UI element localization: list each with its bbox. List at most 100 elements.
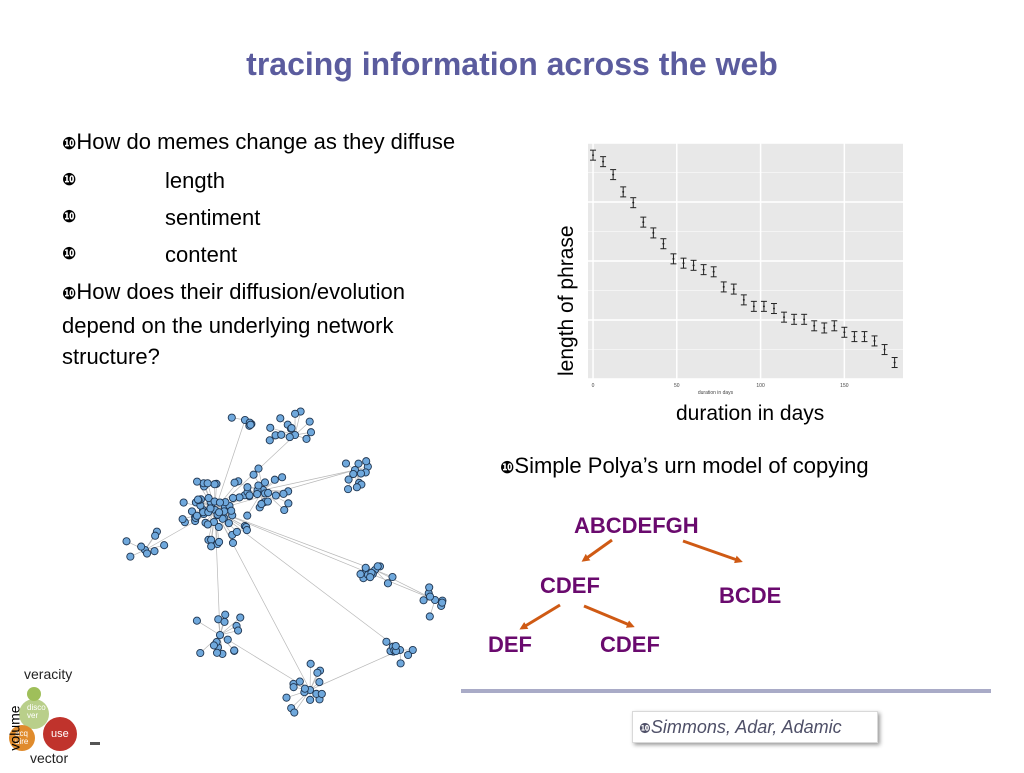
network-node bbox=[224, 636, 231, 643]
network-node bbox=[345, 476, 352, 483]
network-node bbox=[204, 480, 211, 487]
network-node bbox=[316, 678, 323, 685]
network-node bbox=[303, 435, 310, 442]
network-node bbox=[193, 617, 200, 624]
network-node bbox=[250, 471, 257, 478]
network-node bbox=[384, 580, 391, 587]
network-node bbox=[213, 649, 220, 656]
network-node bbox=[272, 492, 279, 499]
network-node bbox=[291, 709, 298, 716]
network-node bbox=[306, 418, 313, 425]
network-node bbox=[307, 429, 314, 436]
network-node bbox=[383, 638, 390, 645]
network-node bbox=[363, 458, 370, 465]
network-node bbox=[318, 690, 325, 697]
network-node bbox=[285, 500, 292, 507]
network-node bbox=[353, 484, 360, 491]
tree-node-leaf-left: DEF bbox=[488, 632, 532, 658]
network-node bbox=[204, 521, 211, 528]
network-node bbox=[255, 465, 262, 472]
logo-veracity: veracity bbox=[24, 666, 72, 682]
network-node bbox=[247, 421, 254, 428]
network-node bbox=[374, 563, 381, 570]
network-node bbox=[255, 482, 262, 489]
network-node bbox=[152, 532, 159, 539]
network-edge bbox=[215, 510, 375, 570]
network-node bbox=[362, 564, 369, 571]
network-node bbox=[286, 433, 293, 440]
network-node bbox=[265, 489, 272, 496]
logo-use: use bbox=[51, 728, 69, 740]
network-node bbox=[307, 660, 314, 667]
network-node bbox=[143, 550, 150, 557]
network-node bbox=[161, 542, 168, 549]
credit-text: Simmons, Adar, Adamic bbox=[651, 717, 842, 737]
arrow-right-leaf bbox=[584, 606, 632, 626]
logo-discover: disco ver bbox=[27, 704, 43, 720]
network-node bbox=[344, 486, 351, 493]
network-node bbox=[271, 476, 278, 483]
network-node bbox=[221, 618, 228, 625]
network-node bbox=[404, 651, 411, 658]
network-node bbox=[426, 584, 433, 591]
tree-node-right: BCDE bbox=[719, 583, 781, 609]
network-node bbox=[138, 543, 145, 550]
network-node bbox=[278, 431, 285, 438]
network-node bbox=[234, 627, 241, 634]
network-node bbox=[215, 538, 222, 545]
network-node bbox=[266, 437, 273, 444]
network-node bbox=[307, 696, 314, 703]
bullet-marker-icon: ❿ bbox=[639, 721, 651, 737]
network-node bbox=[290, 684, 297, 691]
network-node bbox=[342, 460, 349, 467]
network-node bbox=[215, 523, 222, 530]
network-node bbox=[357, 470, 364, 477]
network-node bbox=[216, 499, 223, 506]
network-node bbox=[180, 499, 187, 506]
network-node bbox=[283, 694, 290, 701]
network-node bbox=[291, 410, 298, 417]
network-node bbox=[355, 460, 362, 467]
network-node bbox=[243, 526, 250, 533]
tree-node-left: CDEF bbox=[540, 573, 600, 599]
network-node bbox=[228, 414, 235, 421]
network-node bbox=[301, 685, 308, 692]
network-node bbox=[179, 516, 186, 523]
network-node bbox=[229, 539, 236, 546]
network-node bbox=[211, 481, 218, 488]
network-node bbox=[229, 494, 236, 501]
network-node bbox=[277, 415, 284, 422]
network-node bbox=[231, 647, 238, 654]
network-node bbox=[296, 678, 303, 685]
network-node bbox=[314, 669, 321, 676]
network-diagram bbox=[95, 380, 455, 730]
network-node bbox=[237, 614, 244, 621]
network-node bbox=[193, 478, 200, 485]
network-node bbox=[261, 479, 268, 486]
network-node bbox=[207, 505, 214, 512]
network-node bbox=[288, 424, 295, 431]
network-node bbox=[210, 642, 217, 649]
network-node bbox=[244, 512, 251, 519]
credit-box: ❿Simmons, Adar, Adamic bbox=[632, 711, 878, 743]
network-node bbox=[426, 613, 433, 620]
network-node bbox=[208, 543, 215, 550]
network-node bbox=[193, 512, 200, 519]
network-node bbox=[281, 506, 288, 513]
network-node bbox=[222, 611, 229, 618]
network-node bbox=[228, 507, 235, 514]
network-node bbox=[357, 570, 364, 577]
arrow-left-leaf bbox=[522, 605, 560, 628]
network-node bbox=[231, 479, 238, 486]
logo-vector: vector bbox=[30, 750, 68, 766]
network-node bbox=[194, 496, 201, 503]
network-node bbox=[267, 424, 274, 431]
network-node bbox=[397, 660, 404, 667]
network-node bbox=[280, 490, 287, 497]
network-node bbox=[279, 474, 286, 481]
network-node bbox=[392, 642, 399, 649]
network-node bbox=[123, 538, 130, 545]
network-node bbox=[233, 528, 240, 535]
arrow-root-left bbox=[584, 540, 612, 560]
tree-node-root: ABCDEFGH bbox=[574, 513, 699, 539]
